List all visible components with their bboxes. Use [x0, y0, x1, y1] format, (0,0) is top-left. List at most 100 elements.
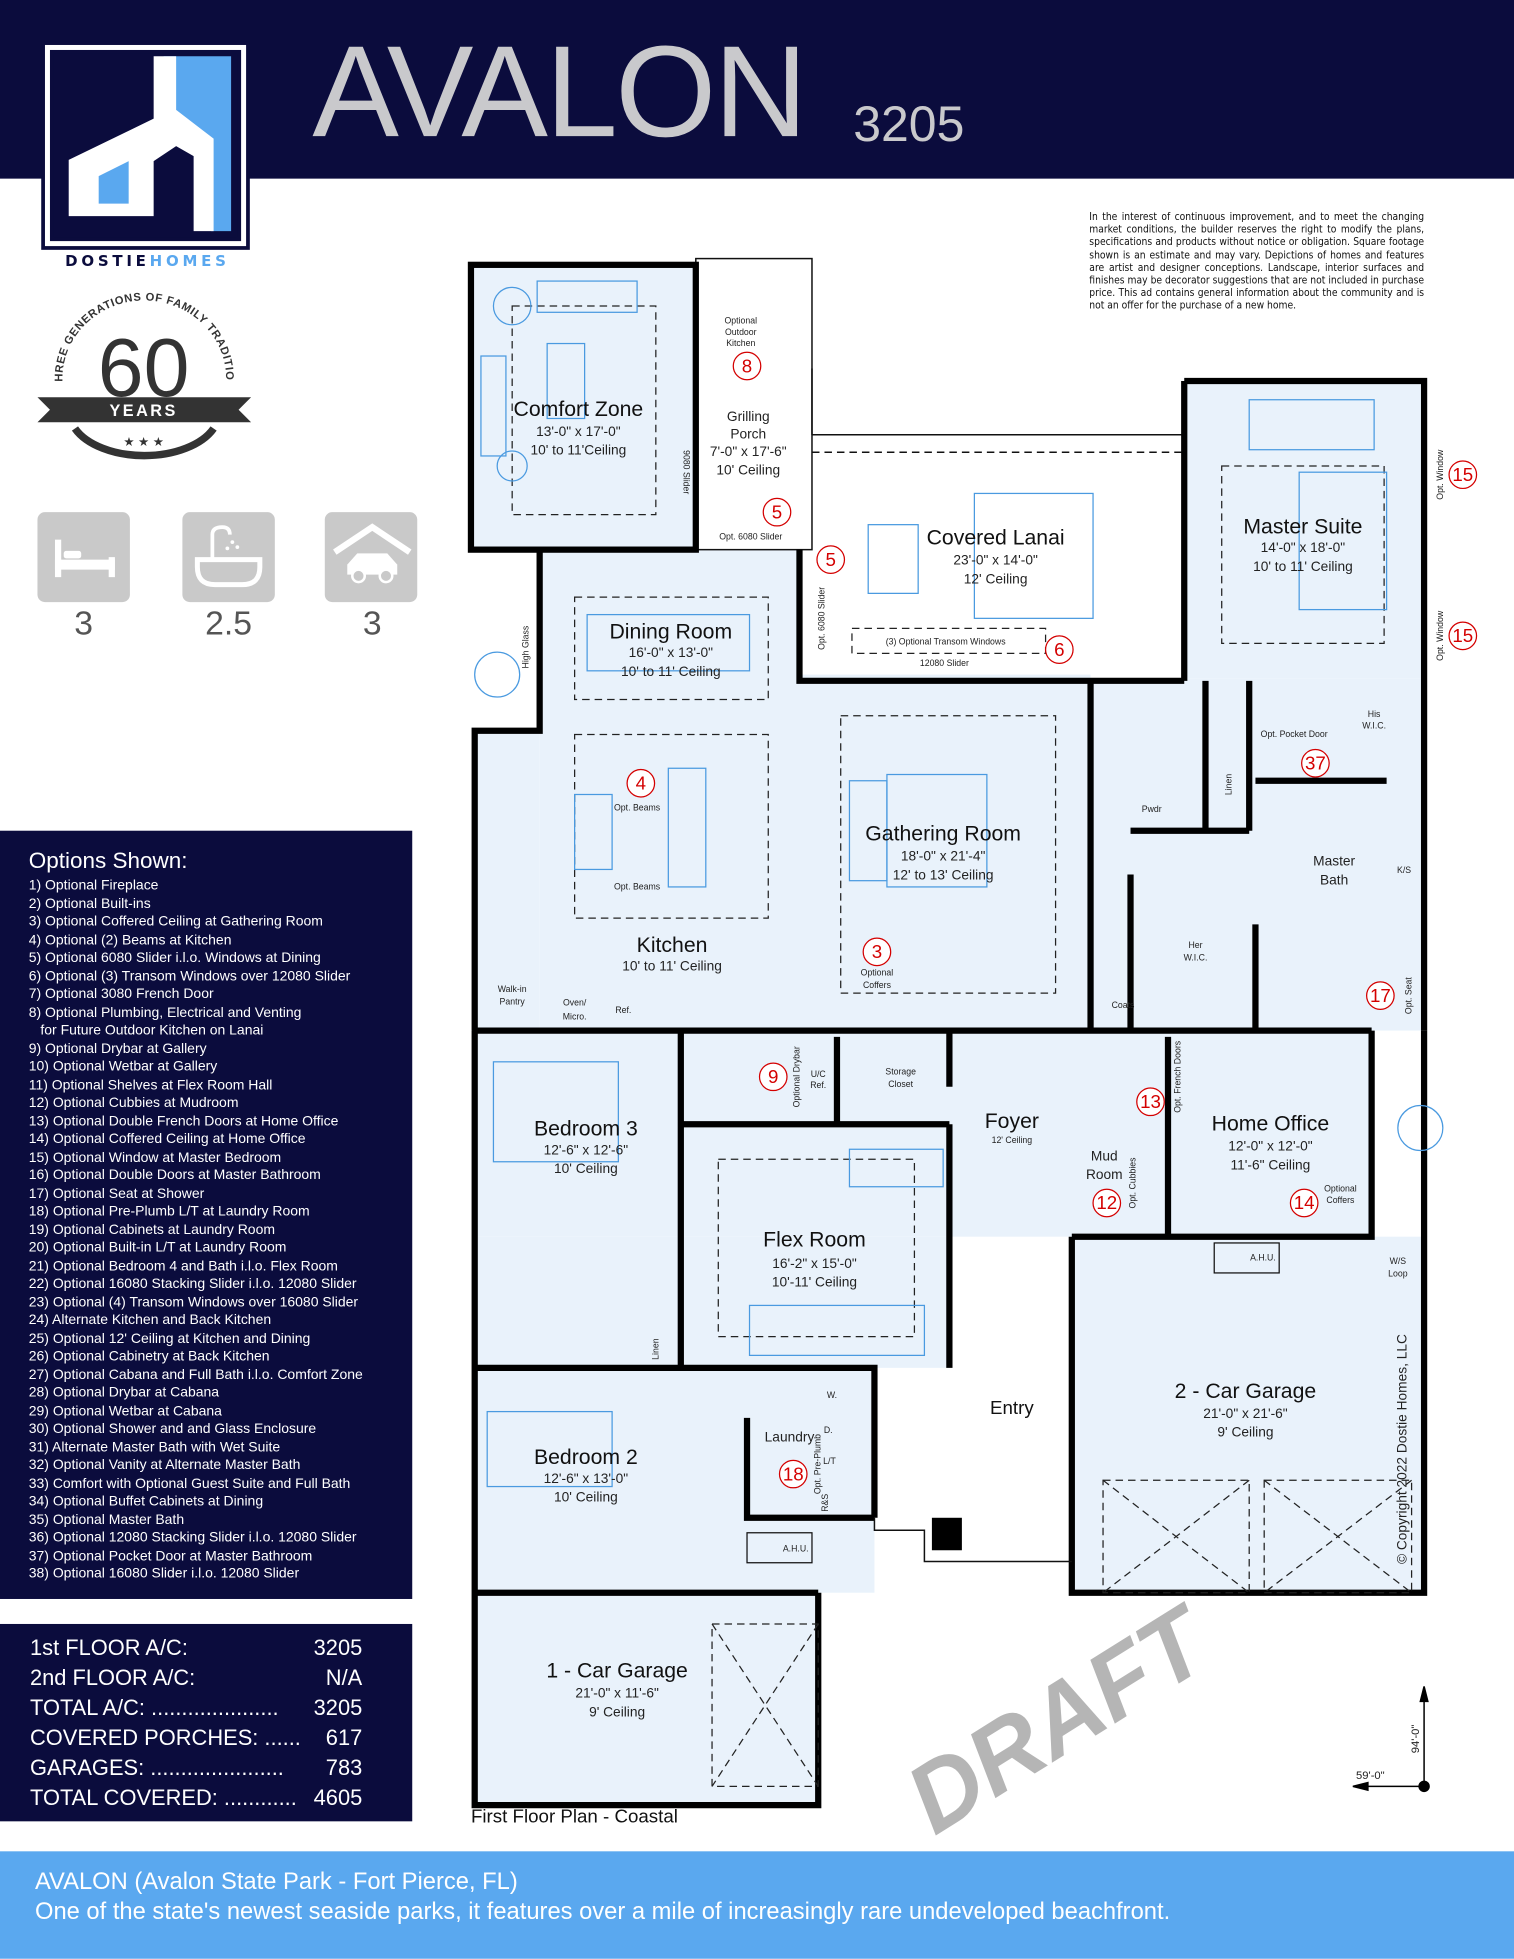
option-marker-circle — [732, 351, 762, 381]
room-dims: 12'-0" x 12'-0" — [1228, 1139, 1313, 1154]
option-marker-circle — [1366, 981, 1395, 1010]
overall-width: 59'-0" — [1356, 1770, 1385, 1782]
outdoor-areas — [695, 257, 1185, 551]
option-item: 9) Optional Drybar at Gallery — [28, 1041, 207, 1057]
stat-label: 2nd FLOOR A/C: — [29, 1665, 196, 1691]
option-item: 20) Optional Built-in L/T at Laundry Roo… — [28, 1240, 287, 1256]
option-item: 38) Optional 16080 Slider i.l.o. 12080 S… — [28, 1566, 300, 1582]
room-name-grilling-porch: Grilling — [727, 409, 770, 424]
plan-title: AVALON — [312, 19, 807, 165]
stat-row: 2nd FLOOR A/C:N/A — [30, 1664, 362, 1691]
option-item: 33) Comfort with Optional Guest Suite an… — [28, 1475, 351, 1491]
note: 12080 Slider — [920, 658, 969, 668]
stat-value: 3205 — [313, 1635, 363, 1661]
stat-label: COVERED PORCHES: ...... — [29, 1725, 301, 1751]
option-marker-15: 15 — [1448, 460, 1478, 490]
note: His — [1368, 709, 1381, 719]
disclaimer-text: In the interest of continuous improvemen… — [1089, 209, 1425, 312]
note: Linen — [650, 1338, 660, 1360]
room-ceiling: 10' Ceiling — [716, 463, 780, 478]
room-ceiling: 9' Ceiling — [589, 1704, 645, 1719]
note: Coats — [1112, 1000, 1135, 1010]
note: Her — [1188, 940, 1202, 950]
option-item: 2) Optional Built-ins — [28, 896, 151, 912]
note: Pwdr — [1142, 804, 1162, 814]
bathtub-icon — [182, 512, 275, 603]
room-name-comfort-zone: Comfort Zone — [514, 398, 644, 421]
room-name-master-bath-2: Bath — [1320, 872, 1348, 887]
room-ceiling: 12' Ceiling — [964, 571, 1028, 586]
option-marker-number: 5 — [826, 549, 836, 570]
note: Opt. Beams — [614, 881, 661, 891]
option-marker-number: 4 — [636, 772, 646, 793]
option-item: 30) Optional Shower and and Glass Enclos… — [28, 1421, 317, 1437]
options-heading: Options Shown: — [28, 848, 188, 874]
note: Micro. — [563, 1011, 587, 1021]
option-marker-circle — [1136, 1087, 1165, 1117]
stat-label: GARAGES: ...................... — [29, 1755, 284, 1781]
note: W.I.C. — [1184, 953, 1208, 963]
overall-depth: 94'-0" — [1410, 1725, 1422, 1754]
note: Opt. Beams — [614, 803, 661, 813]
note: High Glass — [520, 625, 530, 668]
room-dims: 13'-0" x 17'-0" — [536, 424, 621, 439]
option-marker-circle — [816, 545, 846, 575]
column — [931, 1517, 962, 1551]
room-name-master-bath: Master — [1313, 854, 1355, 869]
option-item: 37) Optional Pocket Door at Master Bathr… — [28, 1548, 313, 1564]
footer-description: One of the state's newest seaside parks,… — [34, 1898, 1171, 1926]
option-item: 3) Optional Coffered Ceiling at Gatherin… — [28, 914, 323, 930]
stat-label: 1st FLOOR A/C: — [29, 1635, 188, 1661]
option-marker-8: 8 — [732, 351, 762, 381]
car-garage-icon — [324, 512, 418, 603]
note: Optional — [725, 316, 758, 326]
room-dims: 16'-0" x 13'-0" — [629, 645, 714, 660]
option-item: 34) Optional Buffet Cabinets at Dining — [28, 1494, 264, 1510]
option-marker-number: 9 — [768, 1066, 778, 1087]
option-marker-15: 15 — [1448, 621, 1478, 651]
option-item: for Future Outdoor Kitchen on Lanai — [28, 1023, 264, 1039]
option-marker-number: 14 — [1294, 1192, 1315, 1213]
option-marker-number: 15 — [1452, 464, 1473, 485]
option-marker-number: 6 — [1054, 639, 1064, 660]
room-ceiling: 10' to 11'Ceiling — [530, 443, 626, 458]
bed-icon — [37, 512, 130, 603]
option-item: 23) Optional (4) Transom Windows over 16… — [28, 1294, 359, 1310]
option-marker-6: 6 — [1044, 635, 1074, 664]
room-name-home-office: Home Office — [1212, 1113, 1330, 1136]
room-name-covered-lanai: Covered Lanai — [927, 527, 1065, 550]
dostie-homes-logo — [41, 41, 250, 250]
room-ceiling: 10' to 11' Ceiling — [621, 664, 721, 679]
option-marker-circle — [778, 1459, 808, 1489]
option-item: 13) Optional Double French Doors at Home… — [28, 1113, 339, 1129]
option-item: 26) Optional Cabinetry at Back Kitchen — [28, 1349, 270, 1365]
note: A.H.U. — [783, 1544, 809, 1554]
room-name-mud-room: Mud — [1091, 1149, 1118, 1164]
stat-value: 4605 — [313, 1785, 363, 1811]
brand-name-part2: HOMES — [149, 252, 230, 270]
option-marker-number: 12 — [1096, 1192, 1117, 1213]
room-ceiling: 10' to 11' Ceiling — [622, 959, 722, 974]
option-item: 16) Optional Double Doors at Master Bath… — [28, 1168, 321, 1183]
option-marker-circle — [1301, 748, 1330, 778]
option-item: 18) Optional Pre-Plumb L/T at Laundry Ro… — [28, 1204, 310, 1220]
note: Opt. Cubbies — [1128, 1157, 1138, 1209]
option-marker-12: 12 — [1092, 1188, 1122, 1218]
option-marker-circle — [862, 937, 892, 967]
option-marker-circle — [758, 1062, 788, 1092]
room-name-mud-room-2: Room — [1086, 1167, 1123, 1182]
note: Opt. Seat — [1404, 977, 1414, 1014]
option-marker-5: 5 — [762, 497, 792, 527]
room-name-grilling-porch-2: Porch — [730, 426, 766, 441]
option-marker-circle — [1044, 635, 1074, 664]
note: W.I.C. — [1362, 720, 1386, 730]
option-marker-9: 9 — [758, 1062, 788, 1092]
room-name-master-suite: Master Suite — [1243, 515, 1362, 538]
option-item: 21) Optional Bedroom 4 and Bath i.l.o. F… — [28, 1258, 338, 1274]
stat-value: 3205 — [313, 1695, 363, 1721]
dimension-indicator — [1352, 1686, 1430, 1793]
room-ceiling: 10' to 11' Ceiling — [1253, 559, 1353, 574]
note: Opt. Window — [1435, 449, 1445, 500]
